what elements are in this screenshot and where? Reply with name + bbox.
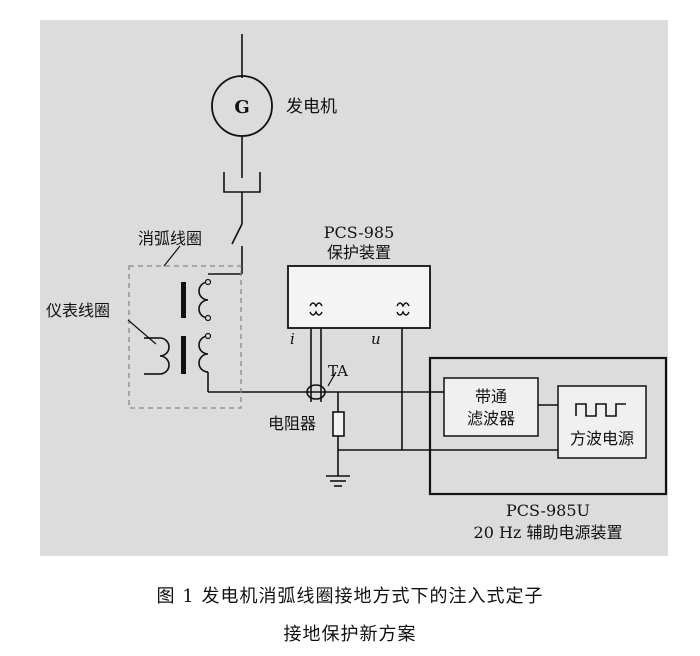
resistor-body [332, 411, 345, 437]
relay-voltage-transformer-symbol [396, 302, 410, 308]
tap-dot-3 [204, 332, 212, 340]
relay-current-transformer-symbol-2 [309, 310, 323, 316]
relay-desc-label: 保护装置 [327, 243, 391, 262]
coil-dashed-enclosure [128, 265, 242, 409]
disconnect-switch [231, 223, 243, 245]
aux-power-box [428, 356, 668, 496]
figure-caption-line1: 图 1 发电机消弧线圈接地方式下的注入式定子 [156, 586, 544, 607]
aux-name-label: PCS-985U [506, 501, 590, 520]
relay-current-transformer-symbol [309, 302, 323, 308]
meter-coil-winding [159, 337, 170, 375]
ct-leader [327, 371, 337, 387]
ct-label: TA [328, 362, 348, 380]
arc-coil-lower-winding [198, 335, 209, 373]
current-mark-label: i [290, 330, 295, 348]
meter-coil-leader [127, 319, 157, 345]
relay-voltage-transformer-symbol-2 [396, 310, 410, 316]
schematic-svg: G 发电机 消弧线圈 仪表线圈 PCS-985 保护装置 i u TA 电阻器 … [46, 34, 668, 542]
arc-coil-core-upper [181, 282, 186, 318]
resistor-label: 电阻器 [268, 414, 316, 433]
tap-dot-2 [204, 314, 212, 322]
generator-label: 发电机 [286, 97, 337, 117]
generator-symbol: G [234, 97, 249, 118]
relay-box [287, 265, 431, 329]
square-wave-symbol [575, 403, 626, 417]
arc-coil-upper-winding [198, 281, 209, 319]
relay-name-label: PCS-985 [324, 223, 395, 242]
filter-label-line2: 滤波器 [467, 409, 515, 428]
voltage-mark-label: u [371, 330, 381, 348]
aux-desc-label: 20 Hz 辅助电源装置 [474, 523, 623, 542]
figure-caption-line2: 接地保护新方案 [283, 624, 417, 645]
square-wave-source-box [557, 385, 647, 459]
meter-coil-label: 仪表线圈 [46, 301, 110, 320]
schematic-diagram: G 发电机 消弧线圈 仪表线圈 PCS-985 保护装置 i u TA 电阻器 … [40, 20, 668, 556]
bandpass-filter-box [443, 377, 539, 437]
ct-ring [306, 384, 326, 400]
arc-coil-leader [163, 245, 181, 267]
filter-label-line1: 带通 [475, 387, 507, 406]
tap-dot-1 [204, 278, 212, 286]
arc-coil-core-lower [181, 336, 186, 374]
square-source-label: 方波电源 [570, 429, 634, 448]
arc-coil-label: 消弧线圈 [138, 229, 202, 248]
